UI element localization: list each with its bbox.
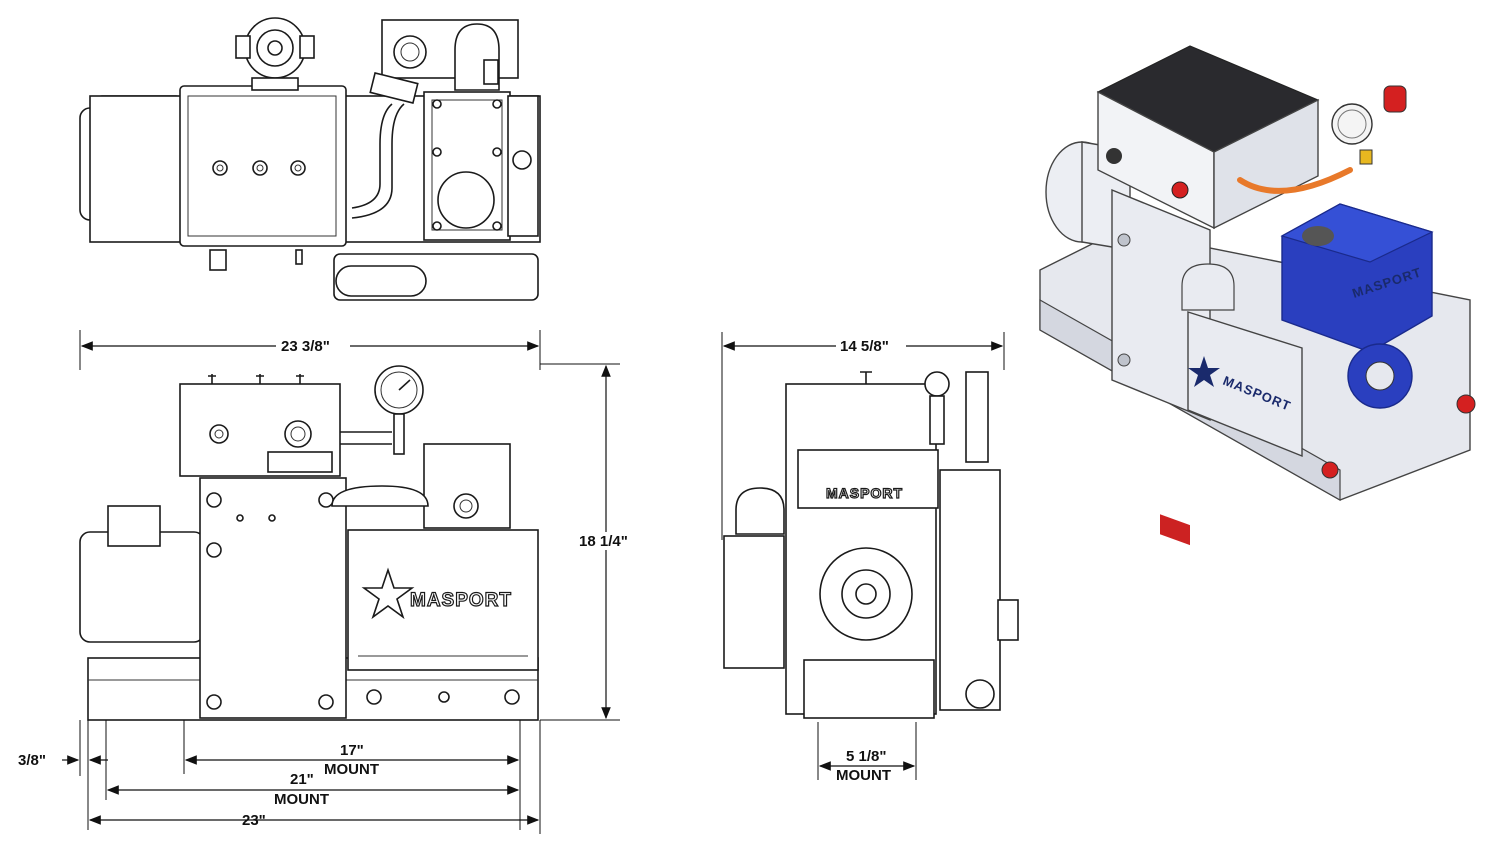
dimension-labels: 23 3/8" 18 1/4" 14 5/8" 3/8" 17" MOUNT 2… bbox=[18, 338, 891, 829]
top-view bbox=[79, 17, 541, 301]
side-view: MASPORT bbox=[723, 371, 1019, 719]
dim-height: 18 1/4" bbox=[579, 533, 628, 550]
dim-base-23: 23" bbox=[242, 812, 266, 829]
side-brand-label: MASPORT bbox=[826, 485, 903, 501]
dim-mount-21: 21" bbox=[290, 771, 314, 788]
red-indicator bbox=[1171, 181, 1189, 199]
dim-mount-5: 5 1/8" bbox=[846, 748, 886, 765]
iso-logo-star bbox=[1188, 356, 1220, 387]
dim-mount-5-label: MOUNT bbox=[836, 767, 891, 784]
isometric-view: MASPORT MASPORT bbox=[1039, 45, 1476, 546]
dim-overall-length: 23 3/8" bbox=[281, 338, 330, 355]
dim-depth: 14 5/8" bbox=[840, 338, 889, 355]
front-brand-label: MASPORT bbox=[410, 590, 512, 611]
dimension-lines bbox=[62, 330, 1005, 834]
dim-mount-17: 17" bbox=[340, 742, 364, 759]
front-view: MASPORT bbox=[79, 365, 539, 721]
dim-mount-21-label: MOUNT bbox=[274, 791, 329, 808]
masport-logo-star bbox=[361, 567, 415, 620]
dim-offset: 3/8" bbox=[18, 752, 46, 769]
dim-mount-17-label: MOUNT bbox=[324, 761, 379, 778]
